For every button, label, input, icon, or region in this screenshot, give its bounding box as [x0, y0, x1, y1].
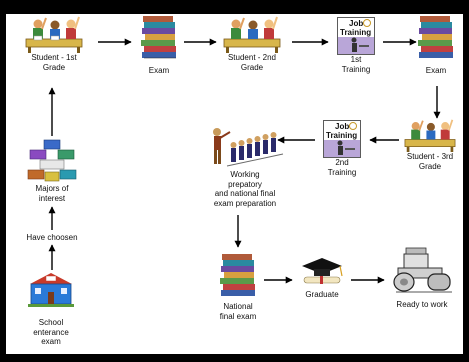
student-3rd-grade-line2: Grade	[418, 161, 442, 171]
graduate-label: Graduate	[305, 290, 339, 299]
job-training-icon: Job Training	[337, 17, 375, 55]
student-2nd-grade-node: Student - 2nd Grade	[212, 15, 292, 72]
national-final-exam-node: National final exam	[210, 252, 266, 321]
student-1st-grade-node: Student - 1st Grade	[14, 15, 94, 72]
working-preparation-label: Working prepatory and national final exa…	[214, 170, 276, 208]
student-1st-grade-line2: Grade	[42, 62, 66, 72]
book-stack-icon	[141, 16, 176, 59]
school-line1: School	[38, 318, 64, 327]
school-entrance-exam-label: School enterance exam	[33, 318, 69, 347]
training-2-line1: 2nd	[335, 158, 349, 167]
training-1-icon-line2: Training	[340, 28, 371, 37]
student-2nd-grade-label: Student - 2nd Grade	[228, 53, 276, 72]
student-1st-grade-label: Student - 1st Grade	[31, 53, 76, 72]
working-line3: and national final	[214, 189, 276, 198]
road-roller-icon	[393, 247, 452, 293]
marching-workers-icon	[213, 128, 284, 167]
ready-to-work-node: Ready to work	[382, 246, 462, 310]
working-line4: exam preparation	[213, 198, 277, 208]
flow-arrows	[48, 38, 441, 284]
majors-of-interest-node: Majors of interest	[22, 138, 82, 203]
school-line2: enterance	[33, 327, 69, 337]
training-1-line1: 1st	[350, 55, 362, 64]
training-1-node: Job Training 1st Training	[330, 17, 382, 74]
school-entrance-exam-node: School enterance exam	[18, 272, 84, 347]
working-preparation-node: Working prepatory and national final exa…	[190, 126, 300, 208]
students-raising-hands-icon	[25, 16, 83, 53]
student-2nd-grade-line2: Grade	[240, 62, 264, 72]
exam-2-label: Exam	[425, 66, 447, 75]
working-line2: prepatory	[228, 179, 262, 189]
training-1-line2: Training	[341, 64, 371, 74]
training-2-icon-line1: Job	[335, 122, 349, 131]
students-raising-hands-icon	[223, 16, 281, 53]
school-line3: exam	[41, 337, 61, 346]
graduation-cap-diploma-icon	[302, 258, 343, 284]
student-1st-grade-line1: Student - 1st	[31, 53, 77, 62]
exam-node-1: Exam	[134, 14, 184, 76]
training-1-icon-line1: Job	[349, 19, 363, 28]
job-training-icon: Job Training	[323, 120, 361, 158]
ready-to-work-label: Ready to work	[396, 300, 448, 309]
working-line1: Working	[230, 170, 260, 179]
majors-line2: interest	[38, 193, 66, 203]
national-line2: final exam	[219, 311, 257, 321]
majors-of-interest-label: Majors of interest	[36, 184, 69, 203]
training-1-label: 1st Training	[342, 55, 371, 74]
student-2nd-grade-line1: Student - 2nd	[227, 53, 277, 62]
have-chosen-label: Have choosen	[26, 233, 78, 242]
students-raising-hands-icon	[404, 119, 456, 152]
training-2-icon-line2: Training	[326, 131, 357, 140]
national-final-exam-label: National final exam	[220, 302, 256, 321]
exam-node-2: Exam	[411, 14, 461, 76]
majors-line1: Majors of	[35, 184, 69, 193]
training-2-node: Job Training 2nd Training	[316, 120, 368, 177]
graduate-node: Graduate	[292, 254, 352, 300]
student-3rd-grade-node: Student - 3rd Grade	[398, 118, 462, 171]
school-building-icon	[28, 273, 74, 307]
book-stack-icon	[418, 16, 453, 58]
student-3rd-grade-line1: Student - 3rd	[406, 152, 454, 161]
book-stack-icon	[220, 254, 255, 296]
flowchart-canvas: Student - 1st Grade Exam Student - 2nd G…	[6, 14, 463, 354]
student-3rd-grade-label: Student - 3rd Grade	[407, 152, 453, 171]
exam-1-label: Exam	[148, 66, 170, 75]
training-2-label: 2nd Training	[328, 158, 357, 177]
training-2-line2: Training	[327, 167, 357, 177]
national-line1: National	[223, 302, 253, 311]
books-pick-your-major-icon	[27, 139, 77, 182]
